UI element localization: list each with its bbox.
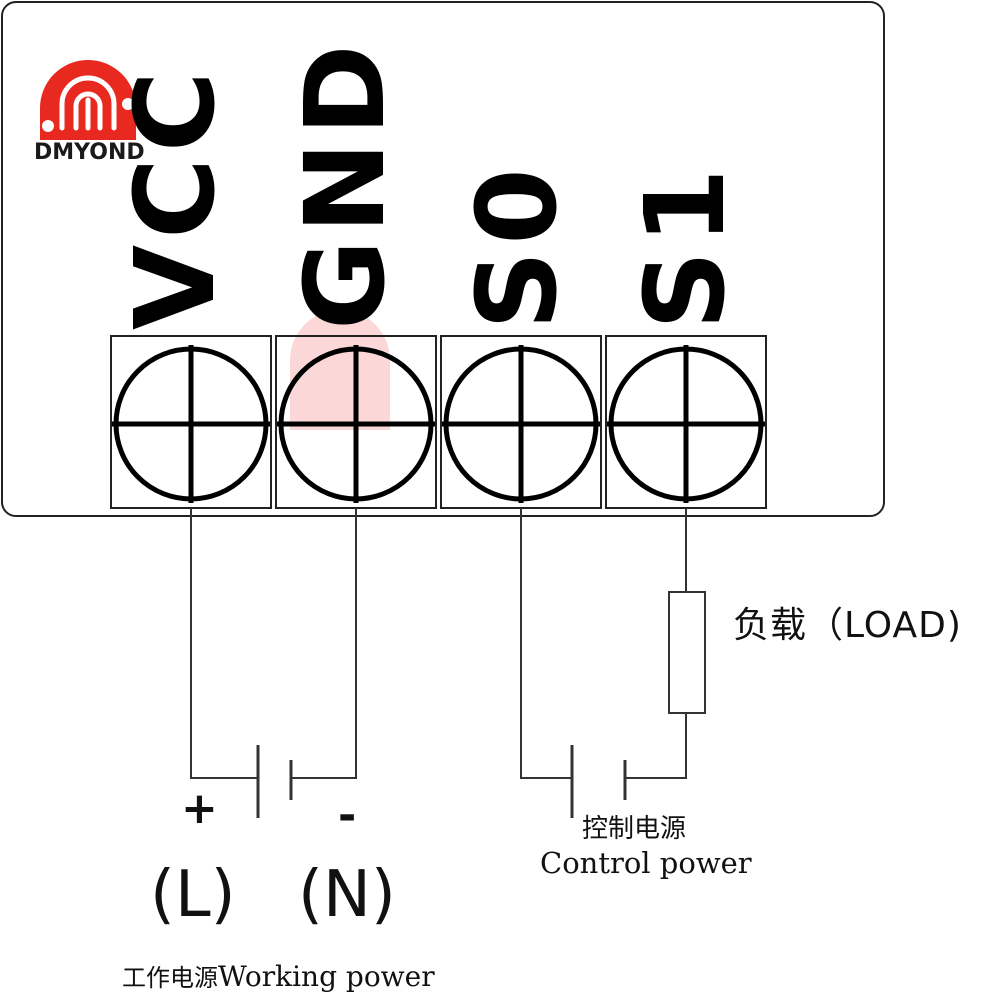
working-power-caption-en: Working power <box>218 960 435 993</box>
working-power-pole-n: (N) <box>298 858 396 932</box>
working-power-caption: 工作电源Working power <box>122 958 435 993</box>
brand-name: DMYOND <box>34 140 145 165</box>
control-power-battery-icon <box>570 745 627 818</box>
load-label: 负载（LOAD) <box>733 605 962 646</box>
control-power-caption-cn: 控制电源 <box>582 814 687 844</box>
terminal-label-s0: S0 <box>453 162 581 330</box>
working-power-battery-icon <box>256 745 293 818</box>
module-housing <box>1 1 885 517</box>
terminal-label-s1: S1 <box>621 162 749 330</box>
working-power-caption-cn: 工作电源 <box>122 964 218 992</box>
load-resistor-icon <box>668 591 706 714</box>
wires <box>190 508 687 779</box>
watermark-logo-icon <box>290 310 390 430</box>
screw-s1-icon <box>607 345 765 503</box>
brand-logo-icon <box>40 60 136 140</box>
terminal-label-gnd: GND <box>281 38 409 330</box>
working-power-pole-l: (L) <box>150 858 236 932</box>
working-power-minus: - <box>338 790 357 841</box>
screw-gnd-icon <box>277 345 435 503</box>
terminal-label-vcc: VCC <box>111 65 239 330</box>
screw-s0-icon <box>442 345 600 503</box>
working-power-plus: + <box>181 783 218 834</box>
control-power-caption-en: Control power <box>540 846 752 880</box>
screw-vcc-icon <box>112 345 270 503</box>
